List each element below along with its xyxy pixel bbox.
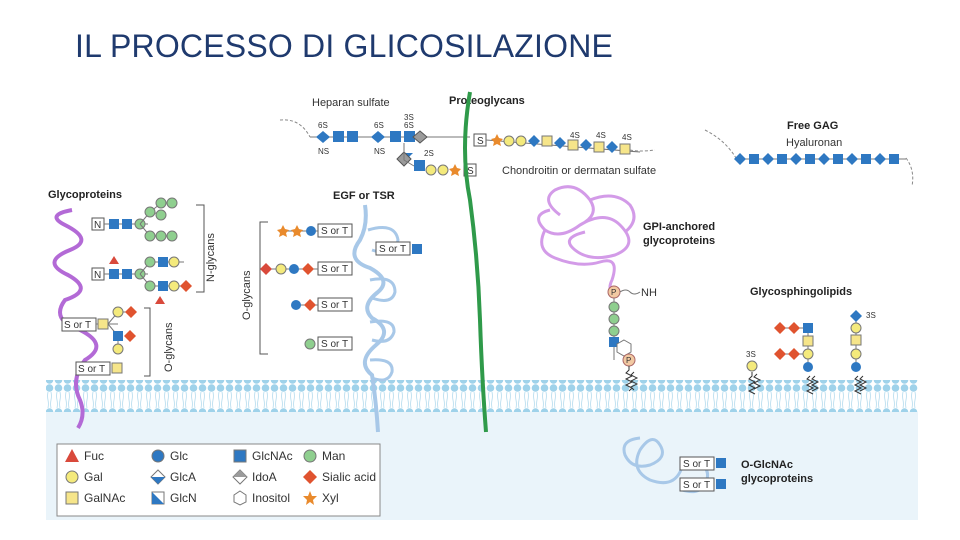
glc-legend-icon [151, 449, 165, 463]
gpi-protein-tangle [537, 185, 636, 294]
legend-label: Man [322, 449, 345, 463]
glycosphingolipid-chains: 3S 3S [746, 310, 876, 395]
n-glycan-2 [104, 256, 192, 304]
gpi-label-1: GPI-anchored [643, 221, 715, 233]
glca-icon [846, 153, 858, 165]
heparan-chain-dashed [279, 119, 311, 138]
legend-label: Sialic acid [322, 470, 376, 484]
legend-label: Gal [84, 470, 103, 484]
legend-box [56, 443, 381, 517]
chondroitin-label: Chondroitin or dermatan sulfate [502, 165, 656, 177]
nh-label: NH [641, 287, 657, 299]
glcnac-legend-icon [233, 449, 247, 463]
glcnac-icon [805, 154, 815, 164]
phosphate-1: P [611, 288, 616, 297]
sulf-3s-1: 3S [404, 113, 414, 122]
glcnac-icon [889, 154, 899, 164]
n-glycans-label: N-glycans [205, 233, 217, 282]
idoa-legend-icon [232, 469, 248, 485]
gpi-label-2: glycoproteins [643, 235, 715, 247]
sulf-3s-2: 3S [746, 350, 756, 359]
egf-backbone [352, 204, 386, 433]
page-title: IL PROCESSO DI GLICOSILAZIONE [75, 28, 614, 64]
legend-label: GlcA [170, 470, 196, 484]
sulf-2s: 2S [424, 149, 434, 158]
glcnac-icon [861, 154, 871, 164]
sulf-ns-2: NS [374, 147, 385, 156]
heparan-residues [316, 130, 461, 176]
glca-icon [818, 153, 830, 165]
asn-box-2: N [94, 270, 101, 281]
gpi-anchor: P NH P [607, 285, 657, 392]
glca-legend-icon [150, 469, 166, 485]
sort-box-2: S or T [78, 364, 105, 375]
sort-box-6: S or T [321, 300, 348, 311]
asn-box-1: N [94, 220, 101, 231]
proteoglycan-core [463, 91, 488, 433]
legend-label: Xyl [322, 491, 339, 505]
glcnac-icon [777, 154, 787, 164]
legend-label: Fuc [84, 449, 104, 463]
egf-glycans: S or T S or T S or T S or T S or T [260, 223, 422, 351]
sulf-4s-2: 4S [596, 131, 606, 140]
sialic-acid-legend-icon [303, 470, 317, 484]
glcn-legend-icon [151, 491, 165, 505]
sort-box-7: S or T [321, 339, 348, 350]
gal-legend-icon [65, 470, 79, 484]
fuc-legend-icon [65, 449, 79, 462]
sort-box-4: S or T [379, 244, 406, 255]
oglcnac-label-1: O-GlcNAc [741, 459, 793, 471]
sulf-6s-1: 6S [318, 121, 328, 130]
legend-label: GlcN [170, 491, 197, 505]
glycosphingolipids-label: Glycosphingolipids [750, 286, 852, 298]
legend-label: GalNAc [84, 491, 125, 505]
legend-label: GlcNAc [252, 449, 293, 463]
serine-box-1: S [467, 166, 474, 177]
sort-box-3: S or T [321, 226, 348, 237]
sort-box-1: S or T [64, 320, 91, 331]
serine-box-2: S [477, 136, 484, 147]
oglcnac-label-2: glycoproteins [741, 473, 813, 485]
glca-icon [874, 153, 886, 165]
sulf-6s-3: 6S [404, 121, 414, 130]
free-gag-label: Free GAG [787, 120, 838, 132]
n-glycan-1 [104, 197, 178, 242]
proteoglycans-label: Proteoglycans [449, 95, 525, 107]
sulf-3s-3: 3S [866, 311, 876, 320]
sulf-ns-1: NS [318, 147, 329, 156]
glycoproteins-label: Glycoproteins [48, 189, 122, 201]
glcnac-icon [749, 154, 759, 164]
legend-label: IdoA [252, 470, 277, 484]
o-glycans-mid-label: O-glycans [241, 270, 253, 320]
glca-icon [790, 153, 802, 165]
inositol-legend-icon [233, 490, 247, 506]
man-legend-icon [303, 449, 317, 463]
sulf-4s-3: 4S [622, 133, 632, 142]
hyaluronan-label: Hyaluronan [786, 137, 842, 149]
glca-icon [762, 153, 774, 165]
legend-label: Inositol [252, 491, 290, 505]
sort-box-8: S or T [683, 459, 710, 470]
sort-box-5: S or T [321, 264, 348, 275]
glca-icon [734, 153, 746, 165]
egf-label: EGF or TSR [333, 190, 395, 202]
sulf-6s-2: 6S [374, 121, 384, 130]
sort-box-9: S or T [683, 480, 710, 491]
o-glycans-left: S or T S or T [61, 306, 137, 376]
oglcnac-protein [622, 436, 710, 494]
heparan-label: Heparan sulfate [312, 97, 390, 109]
xyl-legend-icon [303, 491, 317, 505]
sulf-4s-1: 4S [570, 131, 580, 140]
galnac-legend-icon [65, 491, 79, 505]
glycoprotein-backbone [52, 208, 99, 430]
chondroitin-residues [491, 134, 631, 155]
phosphate-2: P [626, 356, 631, 365]
legend-label: Glc [170, 449, 188, 463]
hyaluronan-residues [734, 153, 899, 165]
o-glycans-left-label: O-glycans [163, 322, 175, 372]
glcnac-icon [833, 154, 843, 164]
